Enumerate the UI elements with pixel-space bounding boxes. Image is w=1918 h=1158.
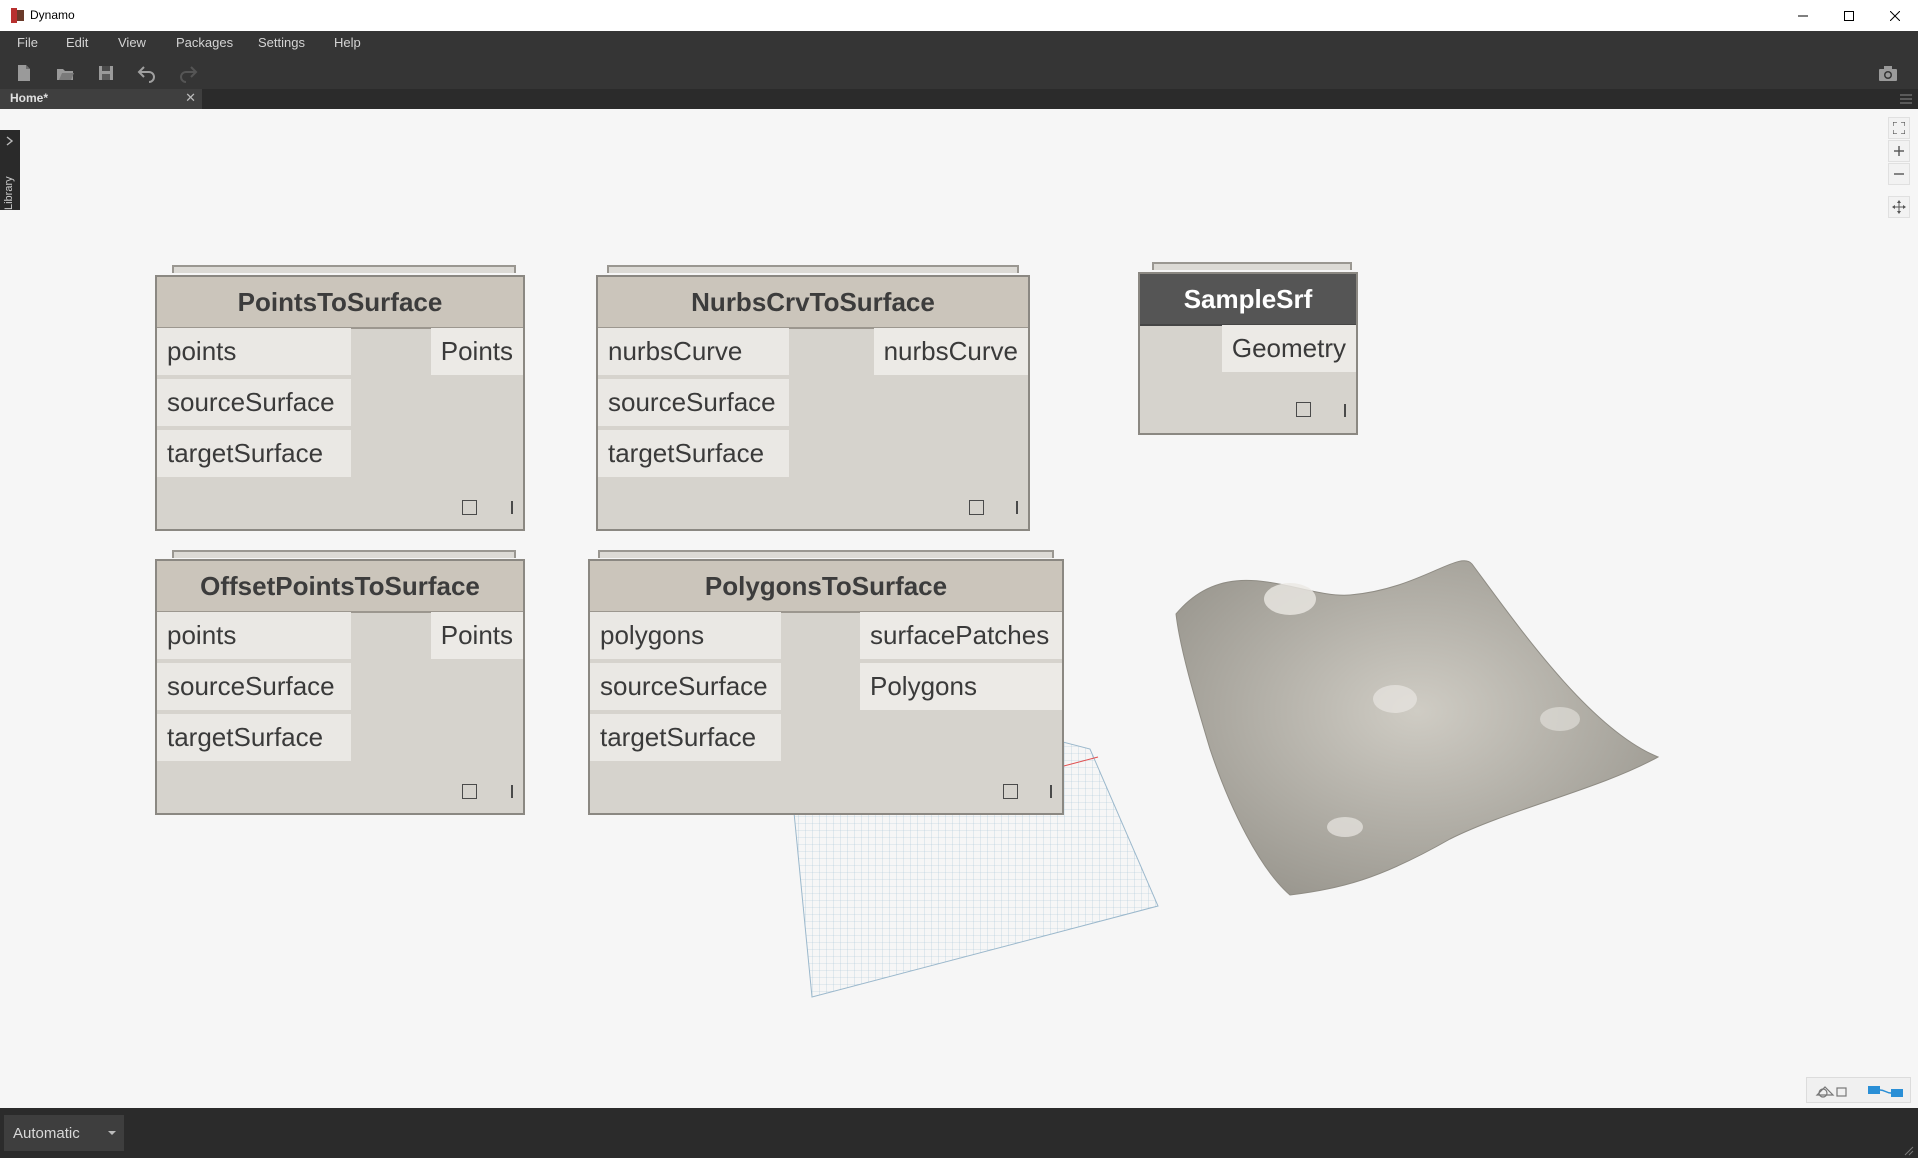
node-title: PolygonsToSurface — [590, 561, 1062, 613]
graph-canvas[interactable]: Library PointsToSurface points sourceSur… — [0, 109, 1918, 1108]
node-status-bar — [1344, 404, 1346, 417]
close-icon — [1890, 10, 1900, 21]
redo-icon[interactable] — [178, 63, 198, 83]
node-stack-edge — [172, 550, 516, 558]
node-title: PointsToSurface — [157, 277, 523, 329]
node-title: SampleSrf — [1140, 274, 1356, 326]
preview-surface — [1175, 560, 1660, 896]
save-icon[interactable] — [96, 63, 116, 83]
input-port-source-surface[interactable]: sourceSurface — [157, 379, 351, 426]
title-bar: Dynamo — [0, 0, 1918, 32]
run-mode-dropdown[interactable]: Automatic — [4, 1115, 124, 1151]
node-sample-srf[interactable]: SampleSrf Geometry — [1138, 272, 1358, 435]
node-status-bar — [511, 501, 513, 514]
preview-axis-line — [1059, 756, 1099, 768]
zoom-in-icon — [1894, 146, 1904, 156]
library-tab[interactable]: Library — [0, 130, 20, 210]
preview-toggle-checkbox[interactable] — [462, 784, 477, 799]
node-title: NurbsCrvToSurface — [598, 277, 1028, 329]
node-status-bar — [511, 785, 513, 798]
tab-bar: Home* ✕ — [0, 89, 1918, 109]
input-port-target-surface[interactable]: targetSurface — [157, 430, 351, 477]
menu-packages[interactable]: Packages — [176, 35, 234, 50]
app-icon — [11, 8, 24, 23]
menu-settings[interactable]: Settings — [258, 35, 305, 50]
zoom-out-button[interactable] — [1888, 163, 1910, 185]
input-port-nurbs-curve[interactable]: nurbsCurve — [598, 328, 789, 375]
node-title: OffsetPointsToSurface — [157, 561, 523, 613]
tab-home-label: Home* — [10, 91, 49, 105]
view-toggle — [1806, 1077, 1911, 1103]
node-stack-edge — [172, 265, 516, 273]
output-port-surface-patches[interactable]: surfacePatches — [860, 612, 1062, 659]
graph-view-icon[interactable] — [1867, 1083, 1905, 1099]
run-mode-label: Automatic — [13, 1125, 80, 1142]
camera-icon[interactable] — [1878, 63, 1898, 83]
tab-close-icon[interactable]: ✕ — [185, 90, 196, 105]
zoom-out-icon — [1894, 173, 1904, 175]
pan-icon — [1892, 200, 1906, 214]
menu-edit[interactable]: Edit — [66, 35, 89, 50]
menu-view[interactable]: View — [118, 35, 146, 50]
tab-menu-icon[interactable] — [1900, 94, 1912, 104]
input-port-points[interactable]: points — [157, 328, 351, 375]
output-port-geometry[interactable]: Geometry — [1221, 325, 1356, 372]
menu-help[interactable]: Help — [334, 35, 361, 50]
fit-view-button[interactable] — [1888, 117, 1910, 139]
new-file-icon[interactable] — [14, 63, 34, 83]
input-port-target-surface[interactable]: targetSurface — [590, 714, 781, 761]
window-title: Dynamo — [30, 8, 75, 22]
output-port-points[interactable]: Points — [430, 612, 523, 659]
minimize-button[interactable] — [1780, 0, 1826, 31]
menu-bar: File Edit View Packages Settings Help — [0, 31, 1918, 55]
library-toggle-icon — [6, 136, 14, 146]
preview-toggle-checkbox[interactable] — [462, 500, 477, 515]
maximize-icon — [1844, 10, 1854, 21]
preview-toggle-checkbox[interactable] — [969, 500, 984, 515]
fit-view-icon — [1893, 122, 1905, 134]
undo-icon[interactable] — [137, 63, 157, 83]
node-stack-edge — [598, 550, 1054, 558]
preview-toggle-checkbox[interactable] — [1296, 402, 1311, 417]
pan-button[interactable] — [1888, 196, 1910, 218]
input-port-target-surface[interactable]: targetSurface — [598, 430, 789, 477]
node-stack-edge — [607, 265, 1019, 273]
node-status-bar — [1016, 501, 1018, 514]
input-port-polygons[interactable]: polygons — [590, 612, 781, 659]
library-label: Library — [3, 176, 15, 210]
input-port-source-surface[interactable]: sourceSurface — [590, 663, 781, 710]
status-bar: Automatic — [0, 1108, 1918, 1158]
node-nurbs-crv-to-surface[interactable]: NurbsCrvToSurface nurbsCurve sourceSurfa… — [596, 275, 1030, 531]
input-port-source-surface[interactable]: sourceSurface — [598, 379, 789, 426]
input-port-points[interactable]: points — [157, 612, 351, 659]
node-status-bar — [1050, 785, 1052, 798]
toolbar — [0, 55, 1918, 89]
output-port-points[interactable]: Points — [430, 328, 523, 375]
preview-toggle-checkbox[interactable] — [1003, 784, 1018, 799]
zoom-in-button[interactable] — [1888, 140, 1910, 162]
tab-home[interactable]: Home* ✕ — [0, 89, 202, 109]
node-polygons-to-surface[interactable]: PolygonsToSurface polygons sourceSurface… — [588, 559, 1064, 815]
geometry-view-icon[interactable] — [1815, 1083, 1851, 1099]
input-port-target-surface[interactable]: targetSurface — [157, 714, 351, 761]
resize-grip-icon[interactable] — [1904, 1146, 1914, 1156]
close-button[interactable] — [1872, 0, 1918, 31]
maximize-button[interactable] — [1826, 0, 1872, 31]
node-stack-edge — [1152, 262, 1352, 270]
node-offset-points-to-surface[interactable]: OffsetPointsToSurface points sourceSurfa… — [155, 559, 525, 815]
open-file-icon[interactable] — [55, 63, 75, 83]
chevron-down-icon — [108, 1131, 116, 1135]
node-points-to-surface[interactable]: PointsToSurface points sourceSurface tar… — [155, 275, 525, 531]
input-port-source-surface[interactable]: sourceSurface — [157, 663, 351, 710]
minimize-icon — [1798, 15, 1808, 16]
output-port-polygons[interactable]: Polygons — [860, 663, 1062, 710]
menu-file[interactable]: File — [17, 35, 38, 50]
output-port-nurbs-curve[interactable]: nurbsCurve — [873, 328, 1028, 375]
